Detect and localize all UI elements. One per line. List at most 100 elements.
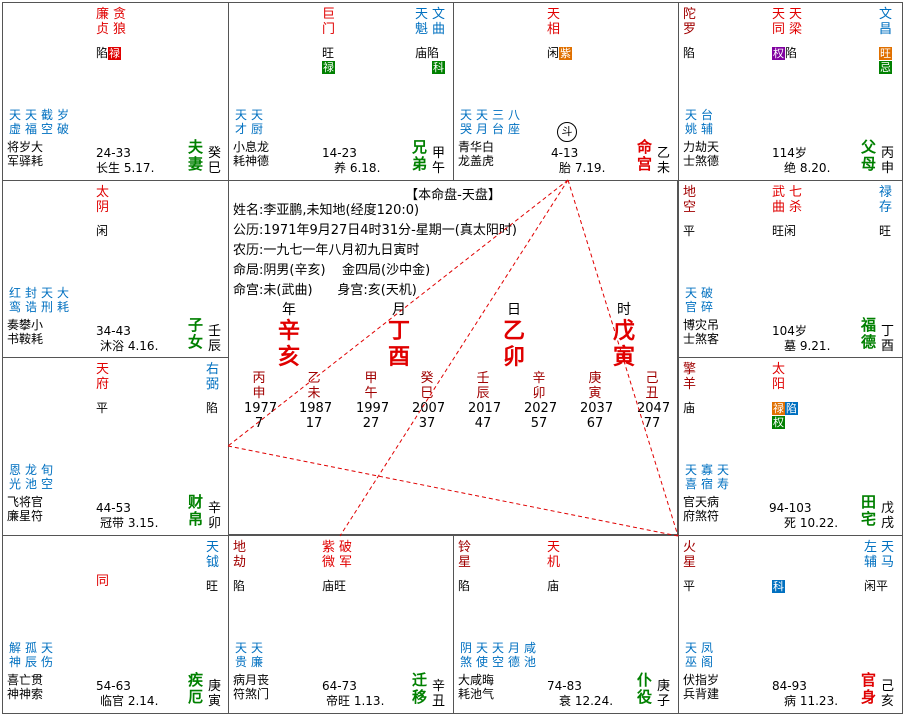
growth-stage: 临官 xyxy=(100,694,125,708)
age-range: 34-43 xyxy=(96,324,131,338)
growth-stage: 养 xyxy=(334,161,347,175)
age-range: 44-53 xyxy=(96,501,131,515)
decade-year: 2027 xyxy=(524,401,558,416)
brightness-badge: 陷 xyxy=(785,402,798,415)
growth-stage: 衰 xyxy=(559,694,572,708)
brightness: 旺 xyxy=(322,46,335,60)
palace-name: 官身 xyxy=(861,671,877,706)
palace-cell-hai[interactable]: 火星 左辅 天马 平 科 闲平 天巫凤阁 伏指岁兵背建 84-93 病 11.2… xyxy=(678,535,903,714)
star-zuofu: 左辅 xyxy=(864,540,878,570)
star-tianxiang: 天相 xyxy=(547,7,561,37)
decade-branch: 卯 xyxy=(532,386,546,401)
sihua-badge: 权 xyxy=(772,47,785,60)
brightness: 平 xyxy=(96,401,109,415)
decade-age: 27 xyxy=(362,416,380,431)
star-tiankui: 天魁 xyxy=(415,7,429,37)
age-range: 84-93 xyxy=(772,679,807,693)
growth-stage: 长生 xyxy=(96,161,121,175)
star-tianji: 天机 xyxy=(547,540,561,570)
god-row: 病月丧符煞门 xyxy=(233,673,270,701)
decade-stem: 辛 xyxy=(532,371,546,386)
minor-star: 旬空 xyxy=(40,463,53,491)
brightness: 陷 xyxy=(683,46,696,60)
palace-cell-chen[interactable]: 太阴 闲 红鸾封诰天刑大耗 奏攀小书鞍耗 34-43 沐浴 4.16. 子女 壬… xyxy=(2,180,229,358)
minor-star: 天哭 xyxy=(459,108,472,136)
god-row: 大咸晦耗池气 xyxy=(458,673,495,701)
decade-stem: 乙 xyxy=(307,371,321,386)
decade-year: 1987 xyxy=(299,401,333,416)
pillar-stem: 丁 xyxy=(387,319,410,344)
age-range: 4-13 xyxy=(551,146,579,160)
palace-cell-mao[interactable]: 天府 右弼 平 陷 恩光龙池旬空 飞将官廉星符 44-53 冠带 3.15. 财… xyxy=(2,357,229,536)
star-lianzhen: 廉贞 xyxy=(96,7,110,37)
palace-cell-chou[interactable]: 地劫 紫微 破军 陷 庙旺 天贵天廉 病月丧符煞门 64-73 帝旺 1.13.… xyxy=(228,535,454,714)
pillar-label: 日 xyxy=(507,302,521,318)
star-wenqu: 文曲 xyxy=(432,7,446,37)
palace-cell-you[interactable]: 地空 武曲 七杀 禄存 平 旺闲 旺 天官破碎 博灾吊士煞客 104岁 墓 9.… xyxy=(678,180,903,358)
pillar-label: 年 xyxy=(282,302,296,318)
minor-star: 月德 xyxy=(507,641,520,669)
date: 5.17. xyxy=(123,161,155,175)
decade-year: 1997 xyxy=(356,401,390,416)
palace-cell-wei[interactable]: 天相 闲紫 天哭天月三台八座 斗 青华白龙盖虎 4-13 胎 7.19. 命宫 … xyxy=(453,2,679,181)
branch: 子 xyxy=(657,694,671,709)
palace-cell-zi[interactable]: 铃星 天机 陷 庙 阴煞天使天空月德咸池 大咸晦耗池气 74-83 衰 12.2… xyxy=(453,535,679,714)
info-name: 姓名:李亚鹏,未知地(经度120:0) xyxy=(233,203,420,218)
star-lingxing: 铃星 xyxy=(458,540,472,570)
god-row: 将岁大军驿耗 xyxy=(7,140,44,168)
star-tianma: 天马 xyxy=(881,540,895,570)
decade-year: 2047 xyxy=(637,401,671,416)
god-row: 官天病府煞符 xyxy=(683,495,720,523)
palace-cell-xu[interactable]: 擎羊 太阳 庙 禄陷权 天喜寡宿天寿 官天病府煞符 94-103 死 10.22… xyxy=(678,357,903,536)
minor-star: 八座 xyxy=(507,108,520,136)
star-tianliang: 天梁 xyxy=(789,7,803,37)
god-row: 博灾吊士煞客 xyxy=(683,318,720,346)
palace-name: 子女 xyxy=(188,316,204,351)
minor-star: 天官 xyxy=(684,286,697,314)
pillar-stem: 辛 xyxy=(277,319,300,344)
minor-star: 天厨 xyxy=(250,108,263,136)
growth-stage: 冠带 xyxy=(100,516,125,530)
brightness: 平 xyxy=(683,224,696,238)
minor-star: 解神 xyxy=(8,641,21,669)
date: 8.20. xyxy=(799,161,831,175)
brightness: 陷 xyxy=(427,46,440,60)
decade-age: 57 xyxy=(530,416,548,431)
palace-cell-si[interactable]: 廉贞 贪狼 陷禄 天虚天福截空岁破 将岁大军驿耗 24-33 长生 5.17. … xyxy=(2,2,229,181)
age-range: 114岁 xyxy=(772,146,807,160)
decade-year: 2007 xyxy=(412,401,446,416)
brightness: 陷 xyxy=(458,579,471,593)
palace-cell-yin[interactable]: 天钺 旺 同 解神孤辰天伤 喜亡贯神神索 54-63 临官 2.14. 疾厄 庚… xyxy=(2,535,229,714)
palace-name: 迁移 xyxy=(412,671,428,706)
decade-branch: 申 xyxy=(252,386,266,401)
brightness: 闲 xyxy=(547,46,560,60)
palace-name: 夫妻 xyxy=(188,138,204,173)
date: 7.19. xyxy=(574,161,606,175)
palace-cell-wu[interactable]: 巨门 天魁 文曲 旺禄 庙陷科 天才天厨 小息龙耗神德 14-23 养 6.18… xyxy=(228,2,454,181)
sihua-badge: 权 xyxy=(772,416,785,429)
minor-star: 天伤 xyxy=(40,641,53,669)
date: 1.13. xyxy=(353,694,385,708)
info-bureau: 命局:阴男(辛亥) 金四局(沙中金) xyxy=(233,263,431,278)
branch: 巳 xyxy=(208,161,222,176)
brightness: 陷 xyxy=(96,46,109,60)
star-wenchang: 文昌 xyxy=(879,7,893,37)
god-row: 力劫天士煞德 xyxy=(683,140,720,168)
brightness: 庙 xyxy=(683,401,696,415)
palace-cell-shen[interactable]: 陀罗 天同 天梁 文昌 陷 权陷 旺忌 天姚台辅 力劫天士煞德 114岁 绝 8… xyxy=(678,2,903,181)
stem: 辛 xyxy=(432,679,446,694)
decade-stem: 癸 xyxy=(420,371,434,386)
minor-star: 红鸾 xyxy=(8,286,21,314)
star-tuoluo: 陀罗 xyxy=(683,7,697,37)
pillar-hour: 时 戊 寅 xyxy=(604,299,644,371)
minor-star: 破碎 xyxy=(700,286,713,314)
star-ziwei: 紫微 xyxy=(322,540,336,570)
pillar-month: 月 丁 酉 xyxy=(379,299,419,371)
minor-star: 阴煞 xyxy=(459,641,472,669)
growth-stage: 病 xyxy=(784,694,797,708)
